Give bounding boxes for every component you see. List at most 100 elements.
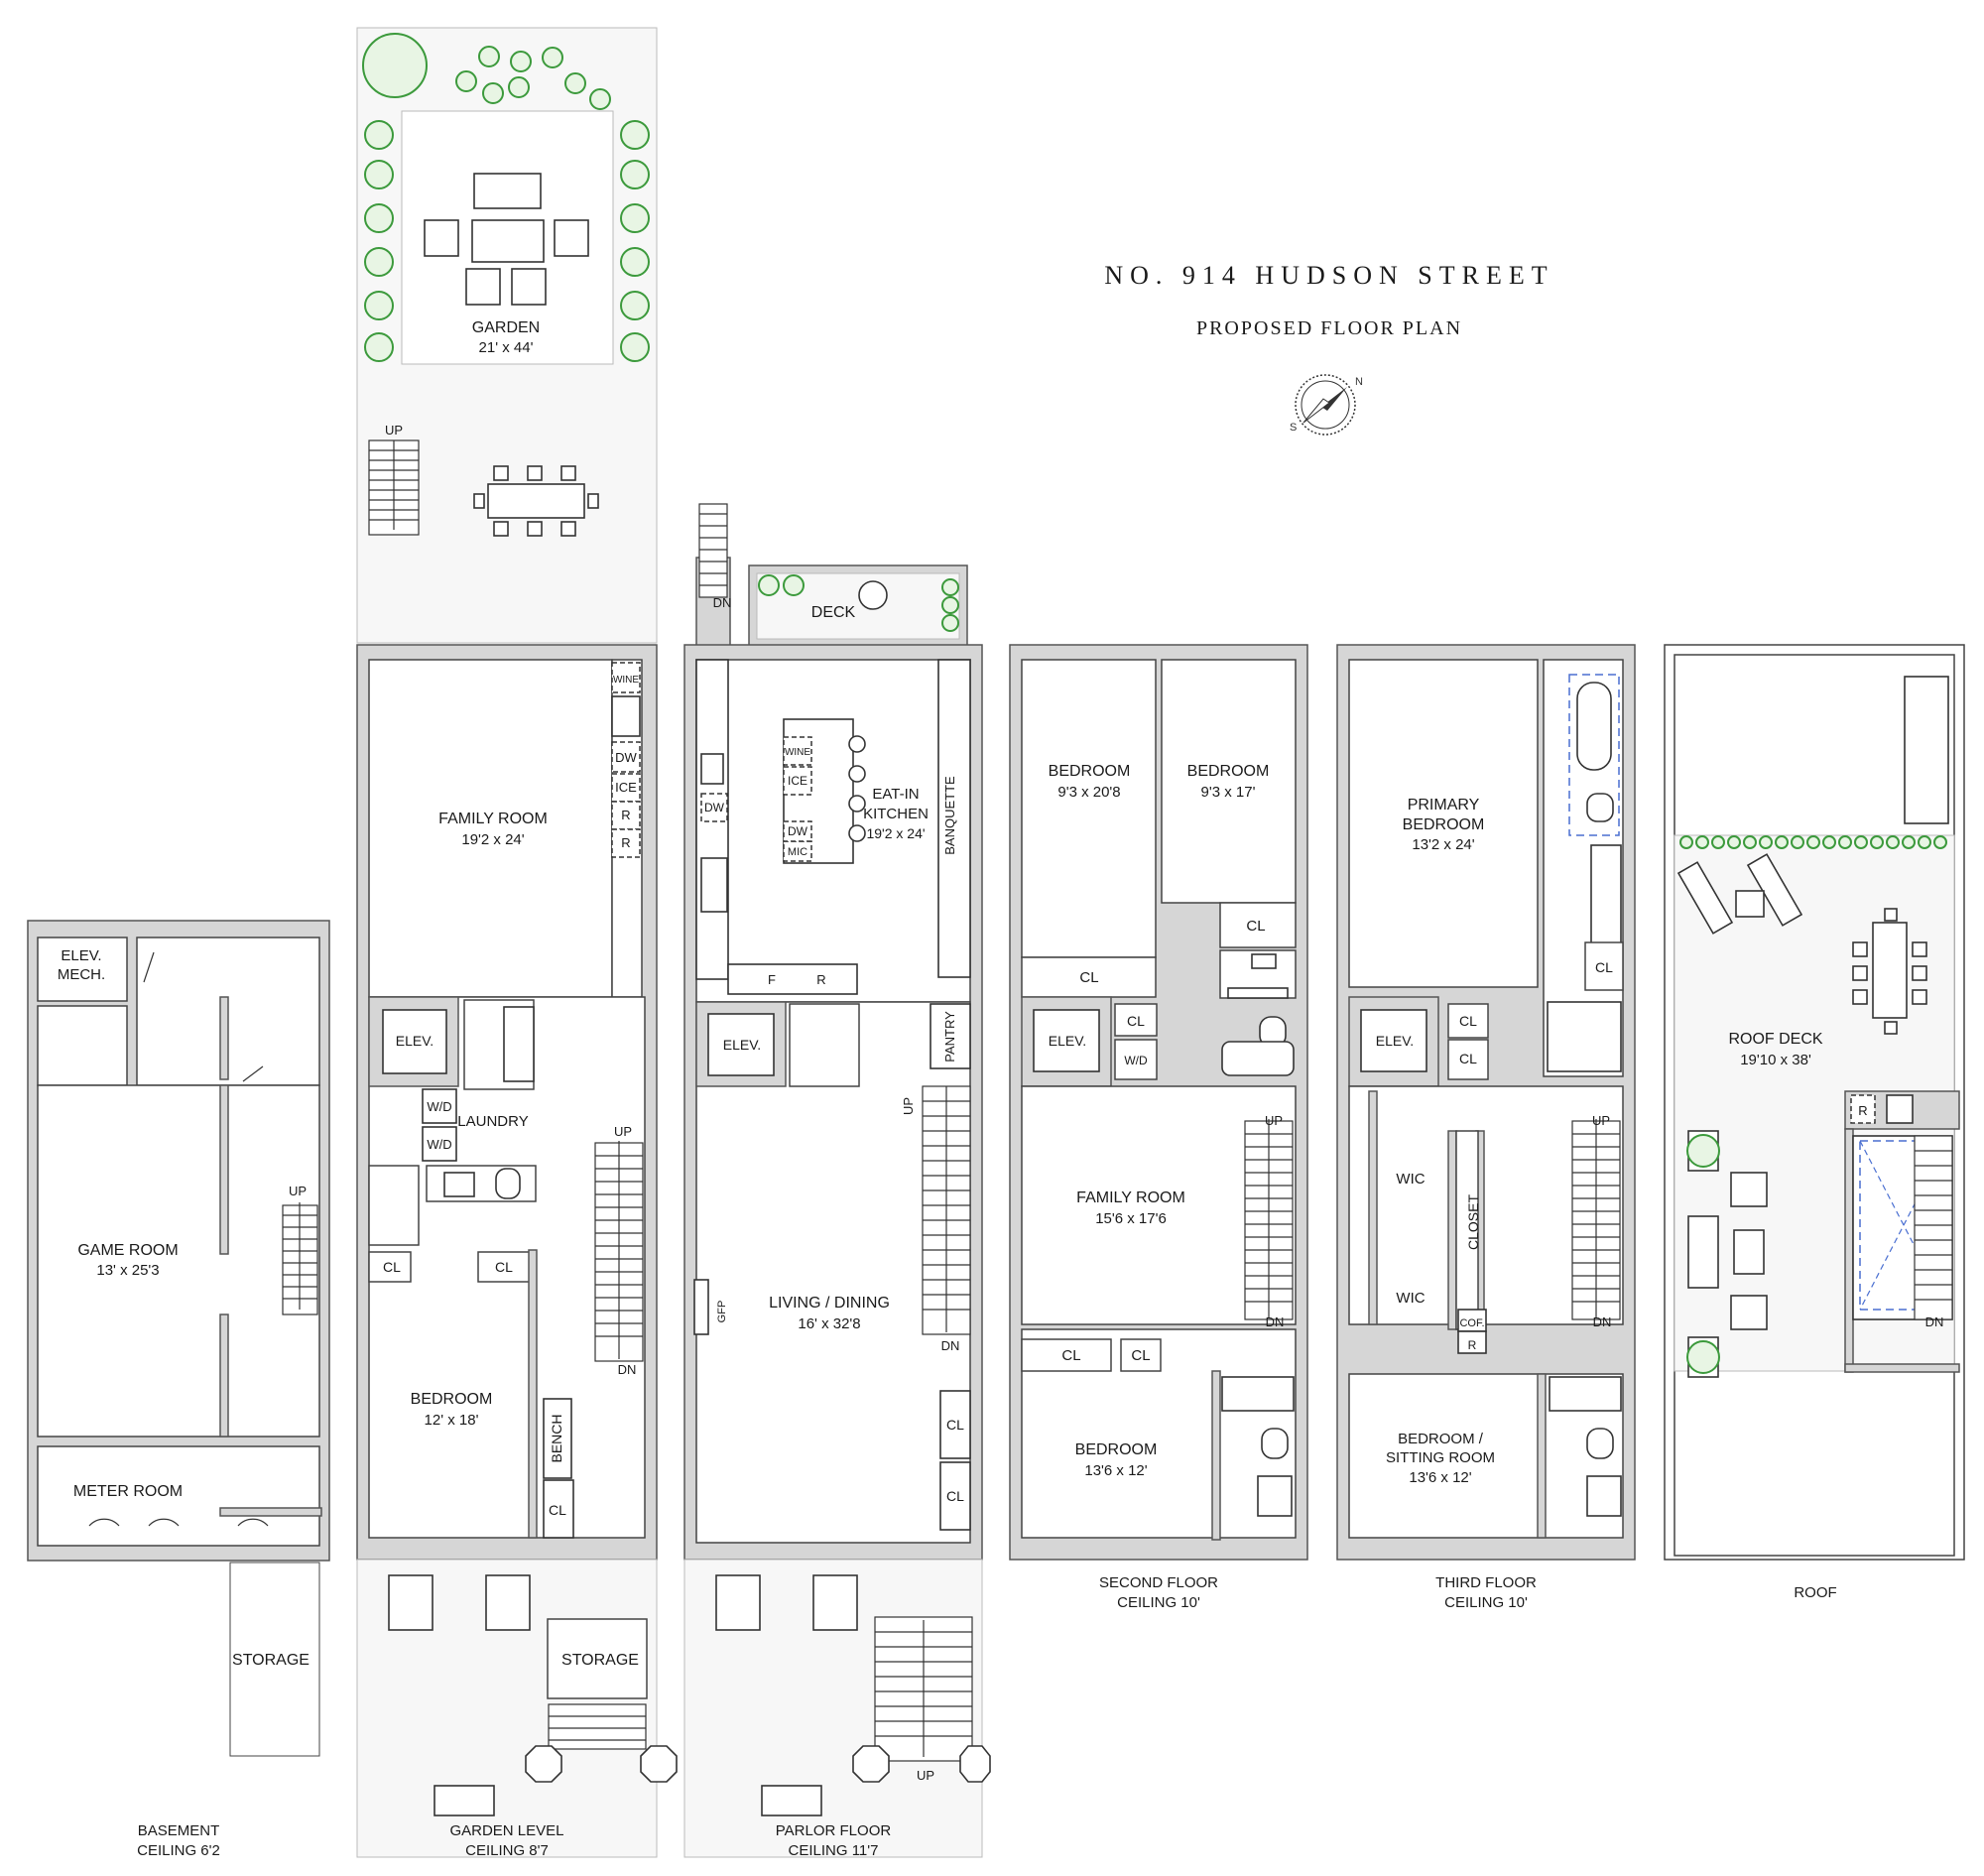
parlor-living-label: LIVING / DINING	[769, 1295, 890, 1312]
third-floor-stair	[1571, 1119, 1621, 1320]
third-bedroom-label-2: SITTING ROOM	[1386, 1449, 1495, 1466]
garden-label: GARDEN	[472, 319, 540, 336]
parlor-banquette-label: BANQUETTE	[942, 776, 957, 855]
garden-family-room-label: FAMILY ROOM	[438, 811, 548, 827]
garden-cl1-label: CL	[383, 1259, 401, 1275]
parlor-pantry-label: PANTRY	[942, 1011, 957, 1063]
third-primary-label-2: BEDROOM	[1403, 816, 1485, 833]
parlor-floor-name: PARLOR FLOOR	[776, 1822, 892, 1839]
garden-wine-label: WINE	[613, 675, 639, 686]
parlor-stair-interior	[922, 1085, 971, 1335]
third-stair-up: UP	[1592, 1113, 1610, 1128]
garden-level-ceiling: CEILING 8'7	[465, 1842, 549, 1859]
garden-dw-label: DW	[615, 750, 637, 765]
parlor-f-label: F	[768, 972, 776, 987]
plan-address-title: NO. 914 HUDSON STREET	[1104, 261, 1553, 290]
second-bedroom-b-size: 9'3 x 17'	[1201, 784, 1256, 801]
garden-stair	[368, 439, 420, 536]
third-stair-dn: DN	[1593, 1314, 1612, 1329]
third-primary-label-1: PRIMARY	[1408, 797, 1480, 813]
garden-level-plan: GARDEN 21' x 44' UP	[356, 27, 678, 1859]
roof-deck-size: 19'10 x 38'	[1740, 1052, 1811, 1068]
garden-cl2-label: CL	[495, 1259, 513, 1275]
parlor-kitchen-label-2: KITCHEN	[863, 806, 929, 822]
garden-family-room-size: 19'2 x 24'	[461, 831, 524, 848]
garden-elev-label: ELEV.	[396, 1033, 434, 1049]
basement-name: BASEMENT	[138, 1822, 220, 1839]
second-cl-d-label: CL	[1061, 1347, 1080, 1364]
garden-bedroom-size: 12' x 18'	[425, 1412, 479, 1429]
third-closet-label: CLOSET	[1465, 1194, 1481, 1250]
second-cl-e-label: CL	[1131, 1347, 1150, 1364]
parlor-deck-label: DECK	[811, 604, 856, 621]
garden-r1-label: R	[621, 808, 630, 822]
parlor-r-label: R	[816, 972, 825, 987]
second-wd-label: W/D	[1124, 1054, 1148, 1067]
parlor-island-dw-label: DW	[788, 824, 808, 838]
second-cl-c-label: CL	[1127, 1013, 1145, 1029]
parlor-floor-ceiling: CEILING 11'7	[789, 1842, 879, 1859]
basement-game-room-label: GAME ROOM	[77, 1242, 178, 1259]
basement-ceiling: CEILING 6'2	[137, 1842, 220, 1859]
parlor-dw-label: DW	[704, 801, 725, 814]
roof-name: ROOF	[1794, 1584, 1836, 1601]
third-wic1-label: WIC	[1396, 1171, 1425, 1188]
third-cl-c-label: CL	[1459, 1051, 1477, 1066]
parlor-stair-up: UP	[901, 1097, 916, 1115]
garden-cl3-label: CL	[549, 1502, 566, 1518]
parlor-deck-dn-label: DN	[713, 595, 732, 610]
basement-meter-room-label: METER ROOM	[73, 1483, 183, 1500]
second-cl-b-label: CL	[1246, 918, 1265, 935]
garden-wd1-label: W/D	[427, 1099, 451, 1114]
basement-elev-mech-label-1: ELEV.	[61, 947, 101, 964]
garden-storage-label: STORAGE	[561, 1652, 639, 1669]
third-floor-plan: PRIMARY BEDROOM 13'2 x 24' CL CL CL ELEV…	[1336, 644, 1636, 1611]
parlor-wine-label: WINE	[785, 747, 810, 758]
second-bedroom-a-label: BEDROOM	[1049, 763, 1131, 780]
third-bedroom-label-1: BEDROOM /	[1398, 1431, 1484, 1447]
garden-dining-furniture	[473, 465, 599, 537]
parlor-gfp-label: GFP	[716, 1301, 728, 1323]
second-floor-plan: BEDROOM 9'3 x 20'8 BEDROOM 9'3 x 17' CL …	[1009, 644, 1308, 1611]
parlor-cl2-label: CL	[946, 1488, 964, 1504]
parlor-kitchen-label-1: EAT-IN	[872, 786, 919, 803]
second-bedroom-a-size: 9'3 x 20'8	[1057, 784, 1120, 801]
garden-bench-label: BENCH	[549, 1414, 564, 1462]
basement-storage-label: STORAGE	[232, 1652, 310, 1669]
parlor-stoop-up: UP	[917, 1768, 934, 1783]
roof-deck-label: ROOF DECK	[1728, 1031, 1822, 1048]
garden-level-name: GARDEN LEVEL	[449, 1822, 563, 1839]
second-family-room-size: 15'6 x 17'6	[1095, 1210, 1167, 1227]
roof-dn-label: DN	[1925, 1314, 1944, 1329]
second-bedroom-c-label: BEDROOM	[1075, 1441, 1158, 1458]
basement-stair-up-label: UP	[289, 1184, 307, 1198]
basement-elev-mech-label-2: MECH.	[58, 966, 105, 983]
garden-ice-label: ICE	[615, 780, 637, 795]
second-floor-stair	[1244, 1119, 1294, 1320]
second-family-room-label: FAMILY ROOM	[1076, 1189, 1185, 1206]
parlor-cl1-label: CL	[946, 1417, 964, 1433]
basement-game-room-size: 13' x 25'3	[96, 1262, 159, 1279]
third-wic2-label: WIC	[1396, 1290, 1425, 1307]
parlor-kitchen-size: 19'2 x 24'	[866, 825, 925, 841]
third-r-label: R	[1468, 1338, 1477, 1352]
garden-stair-up-label: UP	[385, 423, 403, 438]
second-floor-name: SECOND FLOOR	[1099, 1574, 1218, 1591]
second-cl-a-label: CL	[1079, 969, 1098, 986]
roof-planter-row	[1679, 835, 1947, 849]
garden-laundry-label: LAUNDRY	[457, 1113, 528, 1130]
parlor-floor-plan: DN DECK	[683, 503, 991, 1859]
garden-family-room-appliances	[611, 662, 641, 858]
second-floor-ceiling: CEILING 10'	[1117, 1594, 1200, 1611]
parlor-mic-label: MIC	[788, 846, 807, 858]
third-cl-a-label: CL	[1595, 959, 1613, 975]
garden-r2-label: R	[621, 835, 630, 850]
garden-bedroom-label: BEDROOM	[411, 1391, 493, 1408]
compass-icon: N S	[1290, 374, 1363, 436]
garden-size: 21' x 44'	[479, 339, 534, 356]
third-floor-name: THIRD FLOOR	[1435, 1574, 1537, 1591]
third-primary-size: 13'2 x 24'	[1412, 836, 1474, 853]
basement-stair	[282, 1202, 318, 1315]
garden-stair-dn: DN	[618, 1362, 637, 1377]
